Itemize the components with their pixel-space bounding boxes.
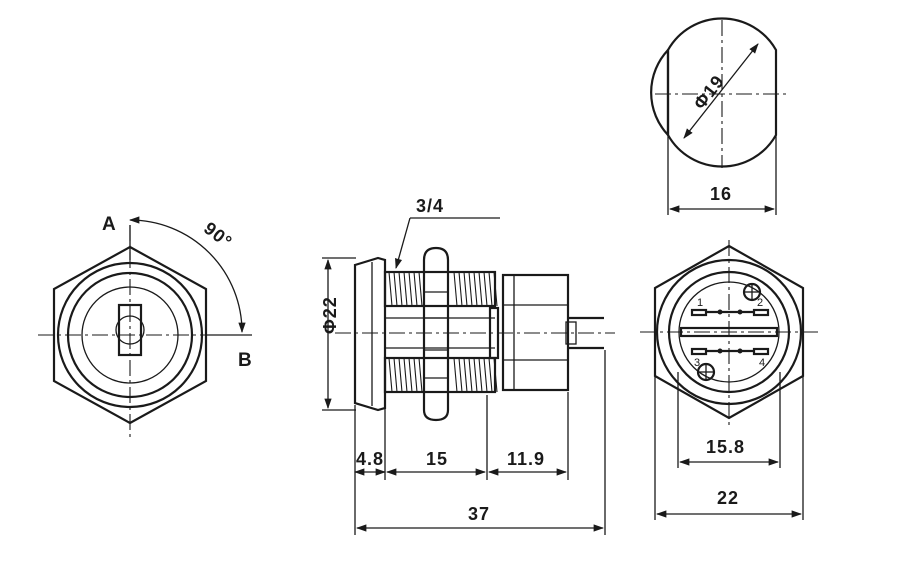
- rotation-arc: [128, 216, 246, 334]
- rear-view: 1 2 3 4 15.8 22: [640, 240, 820, 520]
- pin-pad-1: [690, 308, 708, 317]
- contact-dot-1: [717, 309, 723, 315]
- thread-leader: [395, 217, 411, 270]
- side-hex-nut: [422, 246, 450, 422]
- contact-dot-4: [737, 348, 743, 354]
- pin-pad-4: [752, 347, 770, 356]
- side-diameter: Φ22: [320, 296, 340, 334]
- rear-inner-width: 15.8: [706, 437, 745, 457]
- side-front-cap: [353, 256, 387, 412]
- pin-label-2: 2: [757, 297, 763, 309]
- pin-label-1: 1: [697, 297, 703, 309]
- dim-flange: 4.8: [356, 449, 384, 469]
- label-a: A: [102, 214, 116, 235]
- pin-label-4: 4: [759, 357, 765, 369]
- front-view: A B 90°: [38, 214, 252, 440]
- top-width: 16: [710, 184, 732, 204]
- dim-total: 37: [468, 504, 490, 524]
- side-view: 3/4 Φ22 4.8 15 11.9 37: [320, 196, 615, 535]
- thread-pattern: [388, 271, 498, 393]
- thread-size: 3/4: [416, 196, 444, 216]
- contact-dot-3: [717, 348, 723, 354]
- rear-contact-bar: [679, 326, 779, 338]
- pin-label-3: 3: [694, 357, 700, 369]
- top-cut-circle: [650, 47, 670, 138]
- screw-icon: [742, 282, 762, 302]
- label-b: B: [238, 350, 252, 371]
- top-diameter: Φ19: [689, 71, 728, 113]
- top-view: Φ19 16: [650, 17, 790, 215]
- pin-pad-3: [690, 347, 708, 356]
- pin-pad-2: [752, 308, 770, 317]
- contact-dot-2: [737, 309, 743, 315]
- screw-icon: [696, 362, 716, 382]
- rotation-angle: 90°: [200, 218, 236, 252]
- rear-outer-width: 22: [717, 488, 739, 508]
- dim-body: 11.9: [507, 449, 545, 469]
- dim-thread: 15: [426, 449, 448, 469]
- dia19-line: [683, 43, 759, 139]
